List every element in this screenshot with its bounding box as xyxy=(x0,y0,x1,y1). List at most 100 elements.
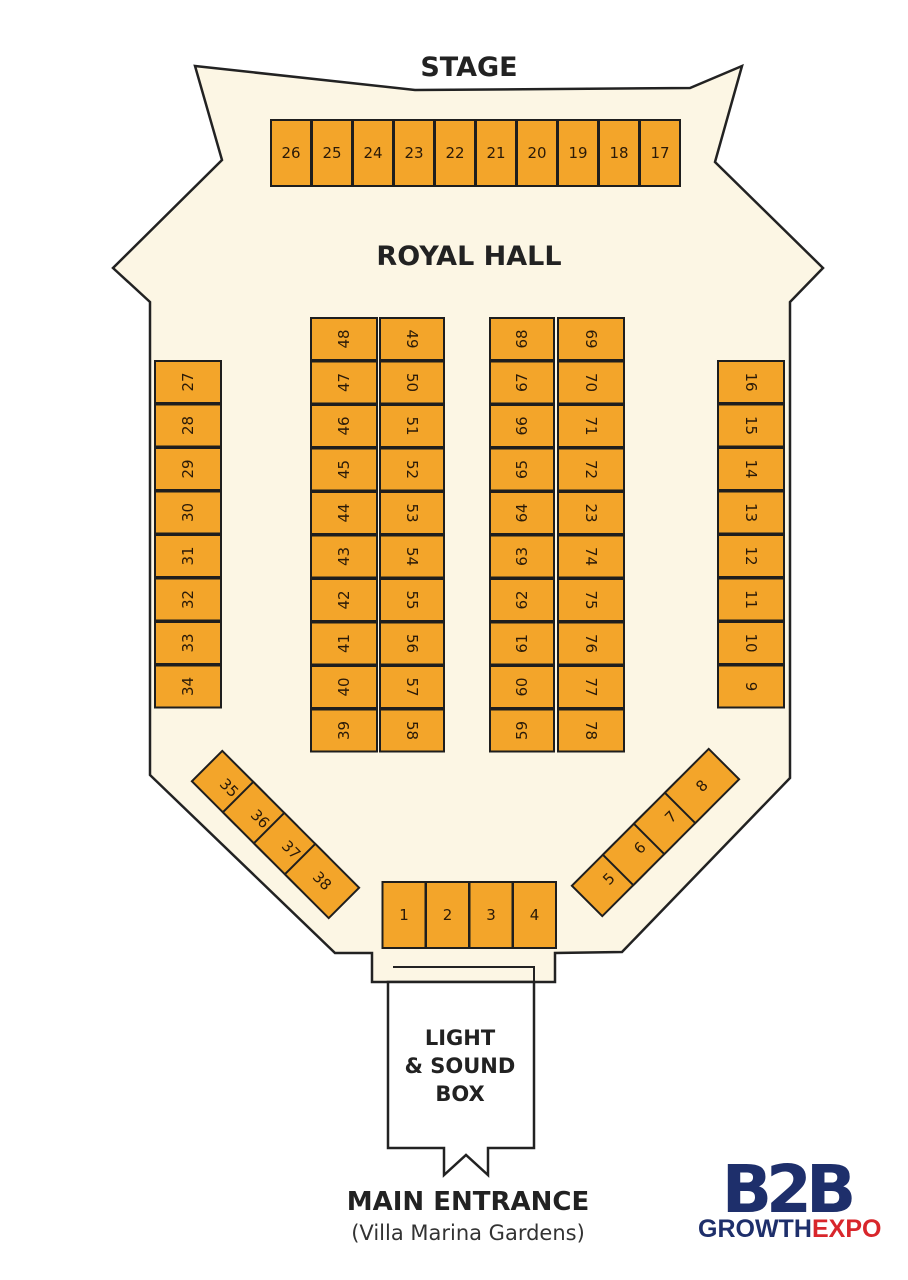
booth-59[interactable]: 59 xyxy=(489,708,555,753)
booth-4[interactable]: 4 xyxy=(512,881,557,949)
booth-box xyxy=(639,119,681,187)
booth-21[interactable]: 21 xyxy=(475,119,517,187)
booth-number: 22 xyxy=(445,144,464,162)
booth-64[interactable]: 64 xyxy=(489,491,555,535)
booth-72[interactable]: 72 xyxy=(557,447,625,492)
booth-60[interactable]: 60 xyxy=(489,665,555,709)
booth-box xyxy=(489,404,555,448)
booth-1[interactable]: 1 xyxy=(381,881,427,949)
booth-19[interactable]: 19 xyxy=(557,119,599,187)
booth-number: 56 xyxy=(403,634,421,653)
booth-10[interactable]: 10 xyxy=(717,621,785,665)
booth-55[interactable]: 55 xyxy=(379,578,445,622)
booth-9[interactable]: 9 xyxy=(717,664,785,709)
booth-63[interactable]: 63 xyxy=(489,534,555,579)
booth-15[interactable]: 15 xyxy=(717,403,785,448)
booth-23[interactable]: 23 xyxy=(393,119,435,187)
booth-22[interactable]: 22 xyxy=(434,119,476,187)
booth-32[interactable]: 32 xyxy=(154,577,222,622)
booth-66[interactable]: 66 xyxy=(489,404,555,448)
booth-8[interactable]: 8 xyxy=(663,747,741,825)
booth-74[interactable]: 74 xyxy=(557,534,625,579)
booth-76[interactable]: 76 xyxy=(557,621,625,666)
booth-69[interactable]: 69 xyxy=(557,317,625,361)
booth-16[interactable]: 16 xyxy=(717,360,785,404)
booth-71[interactable]: 71 xyxy=(557,404,625,448)
booth-box xyxy=(717,403,785,448)
booth-42[interactable]: 42 xyxy=(310,578,378,622)
booth-54[interactable]: 54 xyxy=(379,534,445,579)
booth-box xyxy=(379,447,445,492)
booth-61[interactable]: 61 xyxy=(489,621,555,666)
booth-box xyxy=(489,708,555,753)
booth-box xyxy=(393,119,435,187)
booth-box xyxy=(379,578,445,622)
booth-number: 65 xyxy=(513,460,531,479)
booth-77[interactable]: 77 xyxy=(557,665,625,709)
booth-40[interactable]: 40 xyxy=(310,665,378,709)
booth-67[interactable]: 67 xyxy=(489,360,555,405)
booth-31[interactable]: 31 xyxy=(154,534,222,578)
box-label-line2: & SOUND xyxy=(405,1054,516,1078)
booth-39[interactable]: 39 xyxy=(310,708,378,753)
booth-38[interactable]: 38 xyxy=(283,842,361,920)
booth-62[interactable]: 62 xyxy=(489,578,555,622)
booth-number: 71 xyxy=(582,416,600,435)
booth-number: 49 xyxy=(403,329,421,348)
booth-23[interactable]: 23 xyxy=(557,491,625,535)
booth-number: 4 xyxy=(530,906,540,924)
booth-number: 31 xyxy=(179,546,197,565)
booth-53[interactable]: 53 xyxy=(379,491,445,535)
booth-11[interactable]: 11 xyxy=(717,577,785,622)
booth-number: 64 xyxy=(513,503,531,522)
booth-17[interactable]: 17 xyxy=(639,119,681,187)
booth-70[interactable]: 70 xyxy=(557,360,625,405)
booth-number: 27 xyxy=(179,372,197,391)
booth-78[interactable]: 78 xyxy=(557,708,625,753)
booth-49[interactable]: 49 xyxy=(379,317,445,361)
booth-20[interactable]: 20 xyxy=(516,119,558,187)
booth-30[interactable]: 30 xyxy=(154,490,222,535)
booth-46[interactable]: 46 xyxy=(310,404,378,448)
booth-26[interactable]: 26 xyxy=(270,119,312,187)
main-entrance-sublabel: (Villa Marina Gardens) xyxy=(351,1221,585,1245)
booth-12[interactable]: 12 xyxy=(717,534,785,578)
booth-box xyxy=(310,708,378,753)
booth-45[interactable]: 45 xyxy=(310,447,378,492)
booth-13[interactable]: 13 xyxy=(717,490,785,535)
booth-33[interactable]: 33 xyxy=(154,621,222,665)
booth-44[interactable]: 44 xyxy=(310,491,378,535)
booth-68[interactable]: 68 xyxy=(489,317,555,361)
booth-number: 13 xyxy=(742,503,760,522)
booth-27[interactable]: 27 xyxy=(154,360,222,404)
booth-65[interactable]: 65 xyxy=(489,447,555,492)
booth-48[interactable]: 48 xyxy=(310,317,378,361)
booth-51[interactable]: 51 xyxy=(379,404,445,448)
booth-57[interactable]: 57 xyxy=(379,665,445,709)
booth-34[interactable]: 34 xyxy=(154,664,222,709)
booth-number: 66 xyxy=(513,416,531,435)
hall-label: ROYAL HALL xyxy=(376,241,561,272)
booth-28[interactable]: 28 xyxy=(154,403,222,448)
booth-18[interactable]: 18 xyxy=(598,119,640,187)
booth-24[interactable]: 24 xyxy=(352,119,394,187)
booth-52[interactable]: 52 xyxy=(379,447,445,492)
booth-2[interactable]: 2 xyxy=(425,881,470,949)
booth-41[interactable]: 41 xyxy=(310,621,378,666)
booth-43[interactable]: 43 xyxy=(310,534,378,579)
booth-box xyxy=(717,577,785,622)
booth-box xyxy=(425,881,470,949)
booth-25[interactable]: 25 xyxy=(311,119,353,187)
booth-50[interactable]: 50 xyxy=(379,360,445,405)
booth-56[interactable]: 56 xyxy=(379,621,445,666)
booth-47[interactable]: 47 xyxy=(310,360,378,405)
booth-29[interactable]: 29 xyxy=(154,447,222,491)
booth-14[interactable]: 14 xyxy=(717,447,785,491)
booth-3[interactable]: 3 xyxy=(468,881,514,949)
booth-number: 2 xyxy=(443,906,453,924)
booth-58[interactable]: 58 xyxy=(379,708,445,753)
booth-number: 33 xyxy=(179,633,197,652)
booth-75[interactable]: 75 xyxy=(557,578,625,622)
